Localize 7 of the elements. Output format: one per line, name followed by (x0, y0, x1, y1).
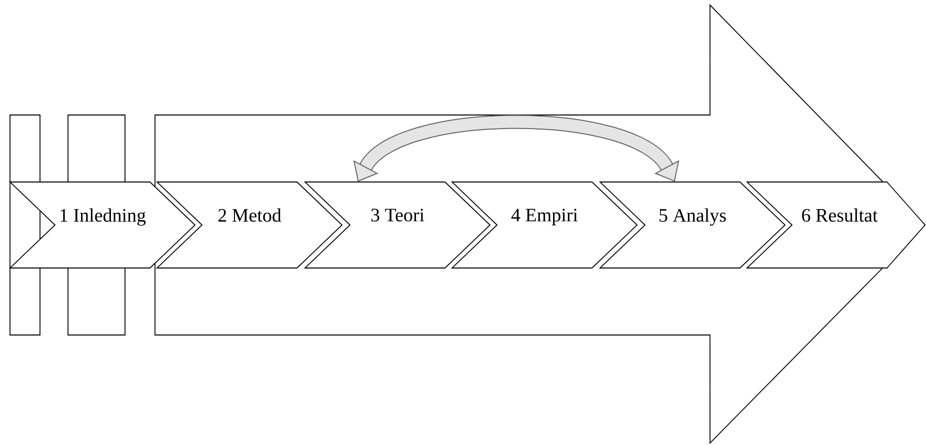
process-step: 4 Empiri (450, 182, 638, 268)
process-step: 5 Analys (598, 182, 786, 268)
process-step: 3 Teori (304, 182, 491, 268)
process-step: 2 Metod (156, 182, 343, 268)
process-step: 1 Inledning (8, 182, 196, 268)
process-step: 6 Resultat (746, 182, 926, 268)
node-label: 6 Resultat (802, 208, 878, 222)
